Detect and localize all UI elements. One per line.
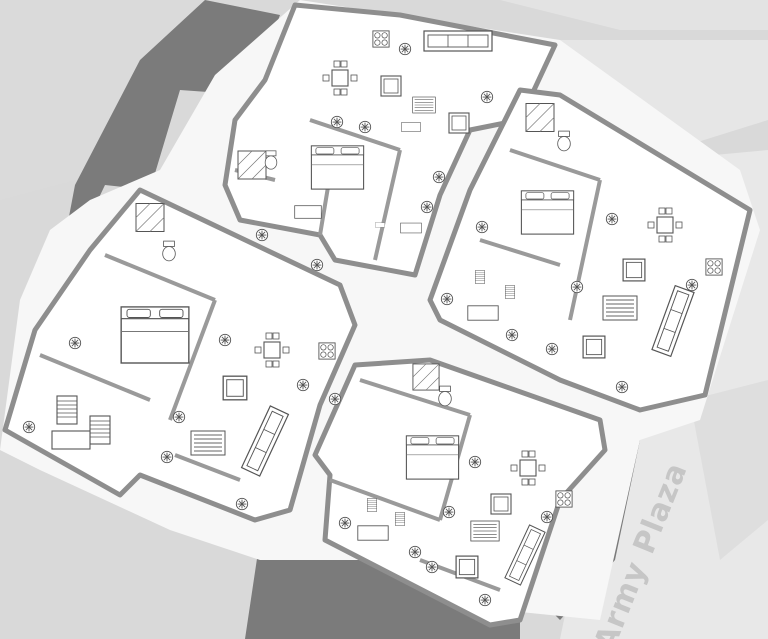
armchair-icon [582, 335, 606, 359]
plant-icon [310, 258, 324, 272]
lounger-icon [366, 498, 378, 512]
bed-icon [520, 190, 575, 235]
armchair-icon [448, 112, 470, 134]
plant-icon [432, 170, 446, 184]
plant-icon [68, 336, 82, 350]
bed-icon [120, 306, 190, 364]
plant-icon [358, 120, 372, 134]
plant-icon [330, 115, 344, 129]
stove-icon [555, 490, 573, 508]
shower-icon [135, 202, 165, 233]
plant-icon [442, 505, 456, 519]
plant-icon [605, 212, 619, 226]
stove-icon [705, 258, 723, 276]
stove-icon [372, 30, 390, 48]
bed-icon [310, 145, 365, 190]
toilet-icon [162, 240, 176, 262]
rug-icon [602, 295, 638, 321]
unit-north[interactable] [222, 2, 558, 278]
desk-icon [375, 221, 385, 229]
desk-icon [294, 205, 322, 219]
shower-icon [237, 150, 267, 180]
table-icon [51, 430, 91, 450]
plant-icon [255, 228, 269, 242]
plant-icon [468, 455, 482, 469]
unit-south[interactable] [312, 357, 608, 628]
plant-icon [685, 278, 699, 292]
rug-icon [190, 430, 226, 456]
plant-icon [505, 328, 519, 342]
toilet-icon [264, 150, 278, 170]
rug-icon [470, 520, 500, 542]
bed-icon [405, 435, 460, 480]
table-icon [357, 525, 389, 541]
plant-icon [540, 510, 554, 524]
plant-icon [478, 593, 492, 607]
shower-icon [412, 363, 440, 391]
table-icon [400, 222, 422, 234]
armchair-icon [222, 375, 248, 401]
armchair-icon [380, 75, 402, 97]
lounger-icon [504, 285, 516, 299]
armchair-icon [455, 555, 479, 579]
plant-icon [408, 545, 422, 559]
plant-icon [22, 420, 36, 434]
plant-icon [440, 292, 454, 306]
plant-icon [475, 220, 489, 234]
sofa-icon [423, 30, 493, 52]
lounger-icon [474, 270, 486, 284]
unit-east[interactable] [427, 87, 753, 413]
plant-icon [235, 497, 249, 511]
plant-icon [328, 392, 342, 406]
plant-icon [570, 280, 584, 294]
plant-icon [218, 333, 232, 347]
stove-icon [318, 342, 336, 360]
plant-icon [338, 516, 352, 530]
coffee-table-icon [401, 122, 421, 132]
plant-icon [480, 90, 494, 104]
toilet-icon [557, 130, 571, 152]
armchair-icon [622, 258, 646, 282]
table-icon [467, 305, 499, 321]
plant-icon [615, 380, 629, 394]
plant-icon [425, 560, 439, 574]
rug-icon [412, 96, 436, 114]
armchair-icon [490, 493, 512, 515]
toilet-icon [438, 385, 452, 407]
plant-icon [172, 410, 186, 424]
plant-icon [398, 42, 412, 56]
plant-icon [420, 200, 434, 214]
lounger-icon [394, 512, 406, 526]
plant-icon [296, 378, 310, 392]
shower-icon [525, 102, 555, 133]
lounger-icon [89, 415, 111, 445]
lounger-icon [56, 395, 78, 425]
plant-icon [545, 342, 559, 356]
plant-icon [160, 450, 174, 464]
unit-west[interactable] [2, 187, 358, 523]
